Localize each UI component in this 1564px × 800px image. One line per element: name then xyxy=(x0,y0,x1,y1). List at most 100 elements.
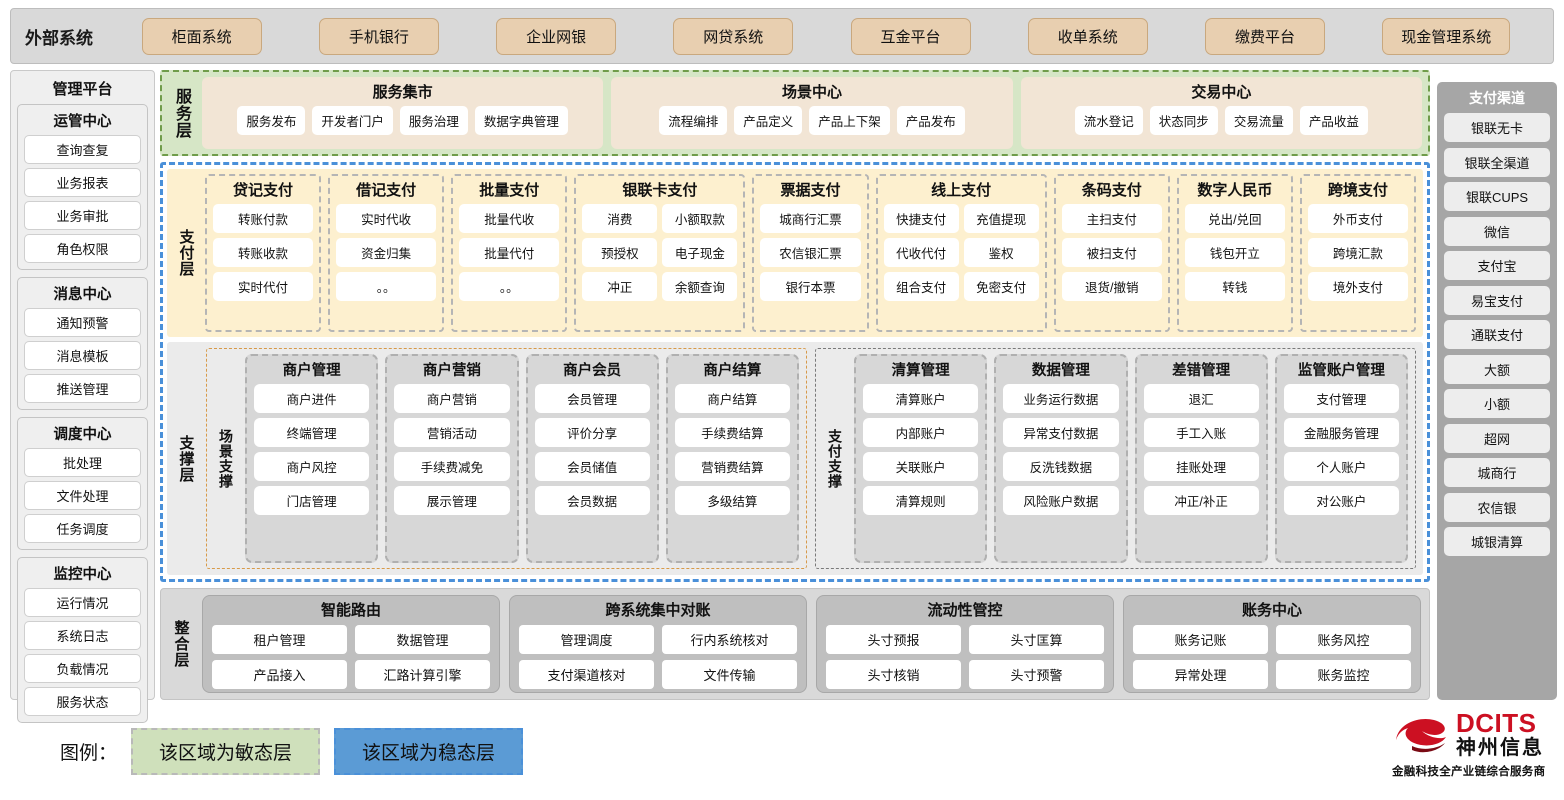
support-chip[interactable]: 商户结算 xyxy=(674,384,790,413)
service-chip[interactable]: 产品收益 xyxy=(1299,106,1368,135)
management-item[interactable]: 任务调度 xyxy=(24,514,141,543)
service-chip[interactable]: 服务治理 xyxy=(399,106,468,135)
payment-chip[interactable]: 资金归集 xyxy=(336,238,437,267)
support-chip[interactable]: 终端管理 xyxy=(254,418,370,447)
payment-chip[interactable]: 主扫支付 xyxy=(1061,204,1162,233)
payment-chip[interactable]: 退货/撤销 xyxy=(1061,272,1162,301)
management-item[interactable]: 系统日志 xyxy=(24,621,141,650)
management-item[interactable]: 业务审批 xyxy=(24,201,141,230)
support-chip[interactable]: 挂账处理 xyxy=(1143,452,1259,481)
management-item[interactable]: 查询查复 xyxy=(24,135,141,164)
support-chip[interactable]: 门店管理 xyxy=(254,486,370,515)
support-chip[interactable]: 内部账户 xyxy=(863,418,979,447)
payment-channel-item[interactable]: 银联无卡 xyxy=(1444,113,1550,142)
integration-chip[interactable]: 头寸核销 xyxy=(826,660,961,689)
payment-chip[interactable]: 城商行汇票 xyxy=(760,204,861,233)
payment-chip[interactable]: 境外支付 xyxy=(1307,272,1408,301)
payment-channel-item[interactable]: 超网 xyxy=(1444,423,1550,453)
payment-chip[interactable]: 冲正 xyxy=(582,272,658,301)
service-chip[interactable]: 数据字典管理 xyxy=(474,106,568,135)
integration-chip[interactable]: 账务风控 xyxy=(1276,625,1411,654)
support-chip[interactable]: 营销费结算 xyxy=(674,452,790,481)
payment-chip[interactable]: 余额查询 xyxy=(662,272,738,301)
service-chip[interactable]: 流程编排 xyxy=(659,106,728,135)
payment-channel-item[interactable]: 易宝支付 xyxy=(1444,285,1550,315)
support-chip[interactable]: 冲正/补正 xyxy=(1143,486,1259,515)
support-chip[interactable]: 营销活动 xyxy=(394,418,510,447)
integration-chip[interactable]: 头寸匡算 xyxy=(969,625,1104,654)
support-chip[interactable]: 会员管理 xyxy=(534,384,650,413)
payment-chip[interactable]: 钱包开立 xyxy=(1184,238,1285,267)
integration-chip[interactable]: 账务记账 xyxy=(1133,625,1268,654)
support-chip[interactable]: 业务运行数据 xyxy=(1003,384,1119,413)
integration-chip[interactable]: 行内系统核对 xyxy=(662,625,797,654)
support-chip[interactable]: 退汇 xyxy=(1143,384,1259,413)
payment-channel-item[interactable]: 支付宝 xyxy=(1444,251,1550,280)
support-chip[interactable]: 关联账户 xyxy=(863,452,979,481)
support-chip[interactable]: 支付管理 xyxy=(1283,384,1399,413)
payment-channel-item[interactable]: 城银清算 xyxy=(1444,527,1550,556)
management-item[interactable]: 消息模板 xyxy=(24,341,141,370)
payment-chip[interactable]: 农信银汇票 xyxy=(760,238,861,267)
payment-chip[interactable]: 转账付款 xyxy=(213,204,314,233)
payment-channel-item[interactable]: 通联支付 xyxy=(1444,320,1550,349)
management-item[interactable]: 文件处理 xyxy=(24,481,141,510)
service-chip[interactable]: 服务发布 xyxy=(237,106,306,135)
payment-chip[interactable]: 消费 xyxy=(582,204,658,233)
integration-chip[interactable]: 汇路计算引擎 xyxy=(355,660,490,689)
support-chip[interactable]: 个人账户 xyxy=(1283,452,1399,481)
support-chip[interactable]: 风险账户数据 xyxy=(1003,486,1119,515)
support-chip[interactable]: 商户进件 xyxy=(254,384,370,413)
external-system-chip[interactable]: 网贷系统 xyxy=(673,17,794,55)
payment-channel-item[interactable]: 小额 xyxy=(1444,389,1550,418)
payment-channel-item[interactable]: 大额 xyxy=(1444,354,1550,384)
payment-chip[interactable]: 实时代付 xyxy=(213,272,314,301)
support-chip[interactable]: 会员数据 xyxy=(534,486,650,515)
external-system-chip[interactable]: 手机银行 xyxy=(318,17,439,55)
integration-chip[interactable]: 管理调度 xyxy=(519,625,654,654)
external-system-chip[interactable]: 柜面系统 xyxy=(141,17,262,55)
external-system-chip[interactable]: 收单系统 xyxy=(1027,17,1148,55)
service-chip[interactable]: 产品发布 xyxy=(896,106,965,135)
payment-channel-item[interactable]: 微信 xyxy=(1444,216,1550,246)
payment-chip[interactable]: 代收代付 xyxy=(883,238,959,267)
support-chip[interactable]: 商户营销 xyxy=(394,384,510,413)
support-chip[interactable]: 对公账户 xyxy=(1283,486,1399,515)
support-chip[interactable]: 清算规则 xyxy=(863,486,979,515)
support-chip[interactable]: 异常支付数据 xyxy=(1003,418,1119,447)
integration-chip[interactable]: 文件传输 xyxy=(662,660,797,689)
payment-chip[interactable]: 组合支付 xyxy=(883,272,959,301)
service-chip[interactable]: 产品上下架 xyxy=(809,106,890,135)
management-item[interactable]: 角色权限 xyxy=(24,234,141,263)
management-item[interactable]: 推送管理 xyxy=(24,374,141,403)
support-chip[interactable]: 金融服务管理 xyxy=(1283,418,1399,447)
support-chip[interactable]: 清算账户 xyxy=(863,384,979,413)
integration-chip[interactable]: 账务监控 xyxy=(1276,660,1411,689)
payment-chip[interactable]: 鉴权 xyxy=(963,238,1039,267)
management-item[interactable]: 服务状态 xyxy=(24,687,141,716)
payment-chip[interactable]: 。。 xyxy=(459,272,560,301)
management-item[interactable]: 负载情况 xyxy=(24,654,141,683)
payment-chip[interactable]: 快捷支付 xyxy=(883,204,959,233)
management-item[interactable]: 业务报表 xyxy=(24,168,141,197)
payment-channel-item[interactable]: 银联全渠道 xyxy=(1444,147,1550,177)
integration-chip[interactable]: 产品接入 xyxy=(212,660,347,689)
management-item[interactable]: 批处理 xyxy=(24,448,141,477)
payment-chip[interactable]: 预授权 xyxy=(582,238,658,267)
payment-chip[interactable]: 跨境汇款 xyxy=(1307,238,1408,267)
support-chip[interactable]: 评价分享 xyxy=(534,418,650,447)
service-chip[interactable]: 状态同步 xyxy=(1149,106,1218,135)
external-system-chip[interactable]: 企业网银 xyxy=(496,17,617,55)
payment-chip[interactable]: 实时代收 xyxy=(336,204,437,233)
integration-chip[interactable]: 数据管理 xyxy=(355,625,490,654)
external-system-chip[interactable]: 互金平台 xyxy=(850,17,971,55)
service-chip[interactable]: 流水登记 xyxy=(1074,106,1143,135)
payment-chip[interactable]: 被扫支付 xyxy=(1061,238,1162,267)
support-chip[interactable]: 手续费结算 xyxy=(674,418,790,447)
support-chip[interactable]: 会员储值 xyxy=(534,452,650,481)
support-chip[interactable]: 手续费减免 xyxy=(394,452,510,481)
integration-chip[interactable]: 支付渠道核对 xyxy=(519,660,654,689)
integration-chip[interactable]: 租户管理 xyxy=(212,625,347,654)
payment-channel-item[interactable]: 农信银 xyxy=(1444,492,1550,522)
support-chip[interactable]: 展示管理 xyxy=(394,486,510,515)
